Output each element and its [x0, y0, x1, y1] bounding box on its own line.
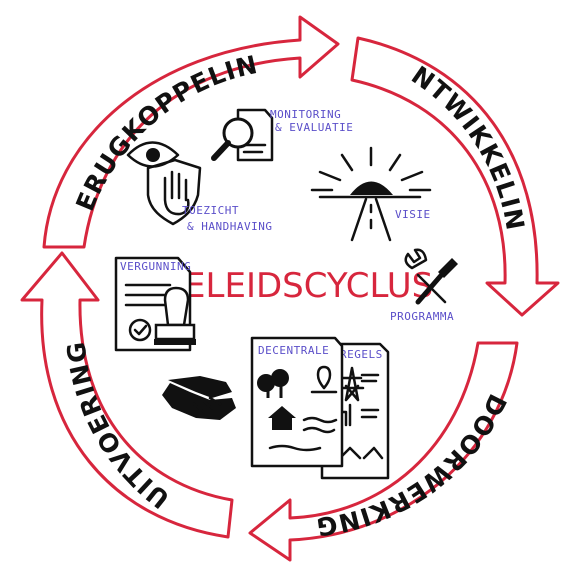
arrow-uitvoering — [20, 251, 234, 539]
arrow-doorwerking — [248, 341, 519, 562]
label-evaluatie: & EVALUATIE — [275, 121, 353, 134]
label-regels: REGELS — [340, 348, 383, 361]
map-document-icon — [250, 336, 344, 468]
label-decentrale: DECENTRALE — [258, 344, 329, 357]
label-handhaving: & HANDHAVING — [187, 220, 272, 233]
label-visie: VISIE — [395, 208, 431, 221]
arrow-terugkoppeling — [42, 15, 340, 249]
diagram-title: BELEIDSCYCLUS — [161, 266, 434, 306]
label-programma: PROGRAMMA — [390, 310, 454, 323]
tools-icon — [404, 248, 458, 305]
eye-shield-hand-icon — [126, 141, 202, 226]
handshake-icon — [162, 376, 236, 420]
arrow-ontwikkeling — [350, 36, 560, 317]
sunrise-road-icon — [310, 146, 432, 242]
label-toezicht: TOEZICHT — [182, 204, 239, 217]
label-monitoring: MONITORING — [270, 108, 341, 121]
magnifier-document-icon — [211, 108, 274, 162]
label-vergunning: VERGUNNING — [120, 260, 191, 273]
permit-stamp-icon — [114, 256, 196, 352]
